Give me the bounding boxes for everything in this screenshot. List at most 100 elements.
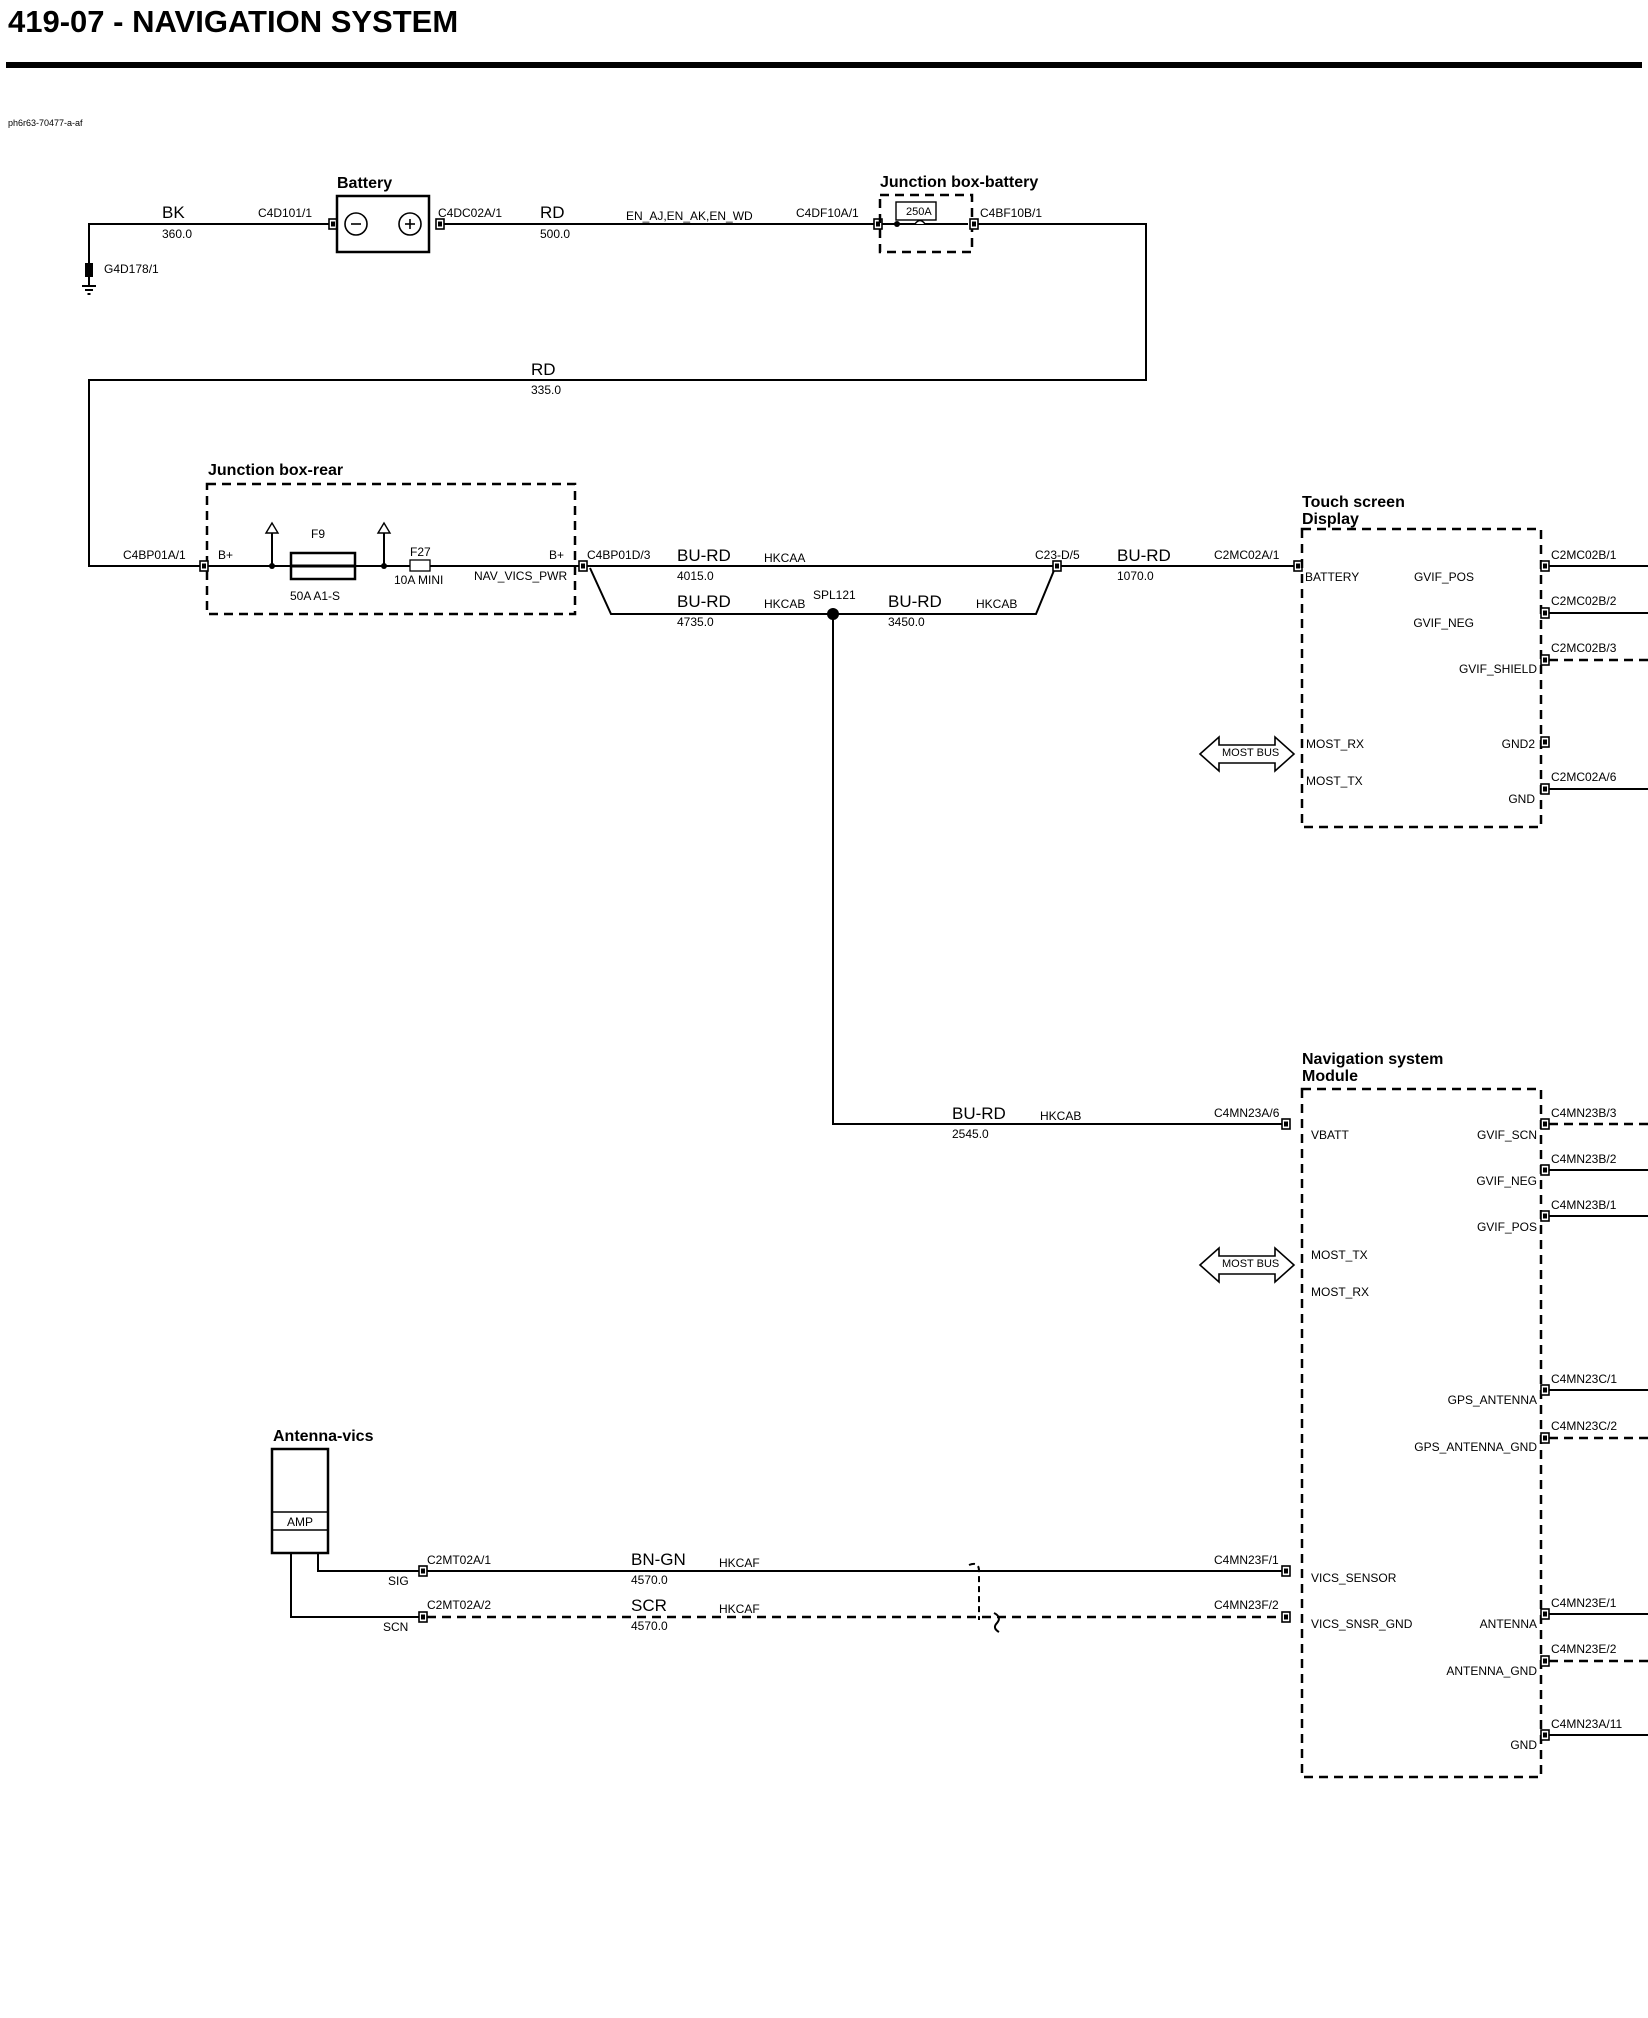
ground-symbol: [82, 263, 96, 295]
wire-burd3-color: BU-RD: [888, 592, 942, 611]
connector-c4mn23f2: [1281, 1611, 1291, 1623]
connector-c4bf10b: [969, 218, 979, 230]
title-divider: [6, 62, 1642, 68]
junction-box-rear-label: Junction box-rear: [208, 462, 343, 479]
connector-c4bf10b-label: C4BF10B/1: [980, 206, 1042, 220]
connector-c4mn23b3: [1540, 1118, 1550, 1130]
wire-bk: [88, 223, 333, 263]
feed-arrow-left: [264, 521, 280, 569]
connector-c4d101-label: C4D101/1: [258, 206, 312, 220]
fuse-250a-symbol: [882, 201, 968, 227]
connector-c4mn23b1-label: C4MN23B/1: [1551, 1198, 1617, 1212]
connector-c2mc02b1: [1540, 560, 1550, 572]
pin-gps-antenna-gnd: GPS_ANTENNA_GND: [1414, 1440, 1537, 1454]
wire-rd2-color: RD: [531, 360, 556, 379]
connector-c2mt02a2: [418, 1611, 428, 1623]
pin-most-rx-display: MOST_RX: [1306, 737, 1364, 751]
pin-bplus-left: B+: [218, 548, 233, 562]
connector-c4mn23f1: [1281, 1565, 1291, 1577]
wire-hkcab3-code: HKCAB: [1040, 1109, 1081, 1123]
connector-c4mn23c1-label: C4MN23C/1: [1551, 1372, 1617, 1386]
connector-c4mn23c2: [1540, 1432, 1550, 1444]
connector-c4mn23a6: [1281, 1118, 1291, 1130]
connector-c4dc02a: [435, 218, 445, 230]
fuse-f9-label: F9: [311, 527, 325, 541]
connector-c4mn23e1-label: C4MN23E/1: [1551, 1596, 1617, 1610]
pin-antenna: ANTENNA: [1480, 1617, 1537, 1631]
connector-c2mt02a1-label: C2MT02A/1: [427, 1553, 491, 1567]
wire-antenna-scn-internal: [290, 1553, 419, 1618]
wire-bu-rd-nav-module: [832, 614, 1282, 1125]
most-bus-label-display: MOST BUS: [1222, 747, 1279, 759]
connector-c4mn23a11-label: C4MN23A/11: [1551, 1717, 1622, 1731]
wire-rd1-color: RD: [540, 203, 565, 222]
wire-antenna-sig-internal: [317, 1553, 419, 1572]
connector-c2mc02a6-label: C2MC02A/6: [1551, 770, 1617, 784]
connector-c4bp01a-label: C4BP01A/1: [123, 548, 186, 562]
antenna-vics-symbol: [270, 1447, 330, 1555]
pin-vics-sensor: VICS_SENSOR: [1311, 1571, 1397, 1585]
wire-bu-rd-hkcab-lower: [589, 567, 1056, 615]
wire-burd3-length: 3450.0: [888, 615, 925, 629]
pin-battery: BATTERY: [1305, 570, 1359, 584]
fuse-250a-label: 250A: [906, 206, 932, 218]
wire-burd1-color: BU-RD: [677, 546, 731, 565]
wire-burd4-length: 1070.0: [1117, 569, 1154, 583]
pin-gnd-display: GND: [1508, 792, 1535, 806]
connector-c4dc02a-label: C4DC02A/1: [438, 206, 502, 220]
pin-vics-snsr-gnd: VICS_SNSR_GND: [1311, 1617, 1413, 1631]
wire-hkcaa-code: HKCAA: [764, 551, 805, 565]
most-bus-arrow-display: [1198, 735, 1296, 773]
wire-burd2-color: BU-RD: [677, 592, 731, 611]
pin-gnd-module: GND: [1510, 1738, 1537, 1752]
connector-c2mc02a6: [1540, 783, 1550, 795]
wire-bngn-length: 4570.0: [631, 1573, 668, 1587]
fuse-f27-label: F27: [410, 545, 431, 559]
wire-burd1-length: 4015.0: [677, 569, 714, 583]
splice-spl121-label: SPL121: [813, 588, 856, 602]
battery-label: Battery: [337, 175, 392, 192]
wire-burd2-length: 4735.0: [677, 615, 714, 629]
antenna-vics-label: Antenna-vics: [273, 1428, 374, 1445]
connector-c4mn23e2-label: C4MN23E/2: [1551, 1642, 1617, 1656]
wire-hkcab2-code: HKCAB: [976, 597, 1017, 611]
connector-c4mn23b1: [1540, 1210, 1550, 1222]
connector-c2mc02b3-label: C2MC02B/3: [1551, 641, 1617, 655]
connector-c2mt02a2-label: C2MT02A/2: [427, 1598, 491, 1612]
touch-screen-label-line1: Touch screen: [1302, 494, 1405, 511]
pin-most-tx-display: MOST_TX: [1306, 774, 1363, 788]
connector-c4mn23a6-label: C4MN23A/6: [1214, 1106, 1280, 1120]
wire-hkcaf1-code: HKCAF: [719, 1556, 760, 1570]
wire-rd1-length: 500.0: [540, 227, 570, 241]
most-bus-label-module: MOST BUS: [1222, 1258, 1279, 1270]
wire-rd-feed: [88, 223, 1147, 567]
connector-c2mc02b2-label: C2MC02B/2: [1551, 594, 1617, 608]
connector-c4bp01d-label: C4BP01D/3: [587, 548, 651, 562]
pin-vbatt: VBATT: [1311, 1128, 1349, 1142]
connector-c4mn23a11: [1540, 1729, 1550, 1741]
pin-gvif-shield: GVIF_SHIELD: [1459, 662, 1537, 676]
shield-break-symbol: [968, 1562, 1000, 1633]
junction-box-battery-label: Junction box-battery: [880, 174, 1038, 191]
amp-label: AMP: [287, 1515, 313, 1529]
connector-c4mn23e2: [1540, 1655, 1550, 1667]
wire-hkcab1-code: HKCAB: [764, 597, 805, 611]
pin-sig: SIG: [388, 1574, 409, 1588]
wire-burd5-length: 2545.0: [952, 1127, 989, 1141]
nav-module-label-line1: Navigation system: [1302, 1051, 1443, 1068]
pin-gvif-scn: GVIF_SCN: [1477, 1128, 1537, 1142]
wire-bngn-color: BN-GN: [631, 1550, 686, 1569]
connector-c4mn23b2: [1540, 1164, 1550, 1176]
touch-screen-label-line2: Display: [1302, 511, 1359, 528]
pin-gvif-pos-display: GVIF_POS: [1414, 570, 1474, 584]
wire-burd4-color: BU-RD: [1117, 546, 1171, 565]
pin-gnd2: GND2: [1502, 737, 1536, 751]
fuse-f9-rating: 50A A1-S: [290, 589, 340, 603]
connector-c4bp01a: [199, 560, 209, 572]
page-title: 419-07 - NAVIGATION SYSTEM: [8, 4, 459, 39]
pin-gps-antenna: GPS_ANTENNA: [1448, 1393, 1537, 1407]
pin-bplus-right: B+: [549, 548, 564, 562]
feed-arrow-right: [376, 521, 392, 569]
connector-c23d-label: C23-D/5: [1035, 548, 1080, 562]
wire-bk-color: BK: [162, 203, 185, 222]
